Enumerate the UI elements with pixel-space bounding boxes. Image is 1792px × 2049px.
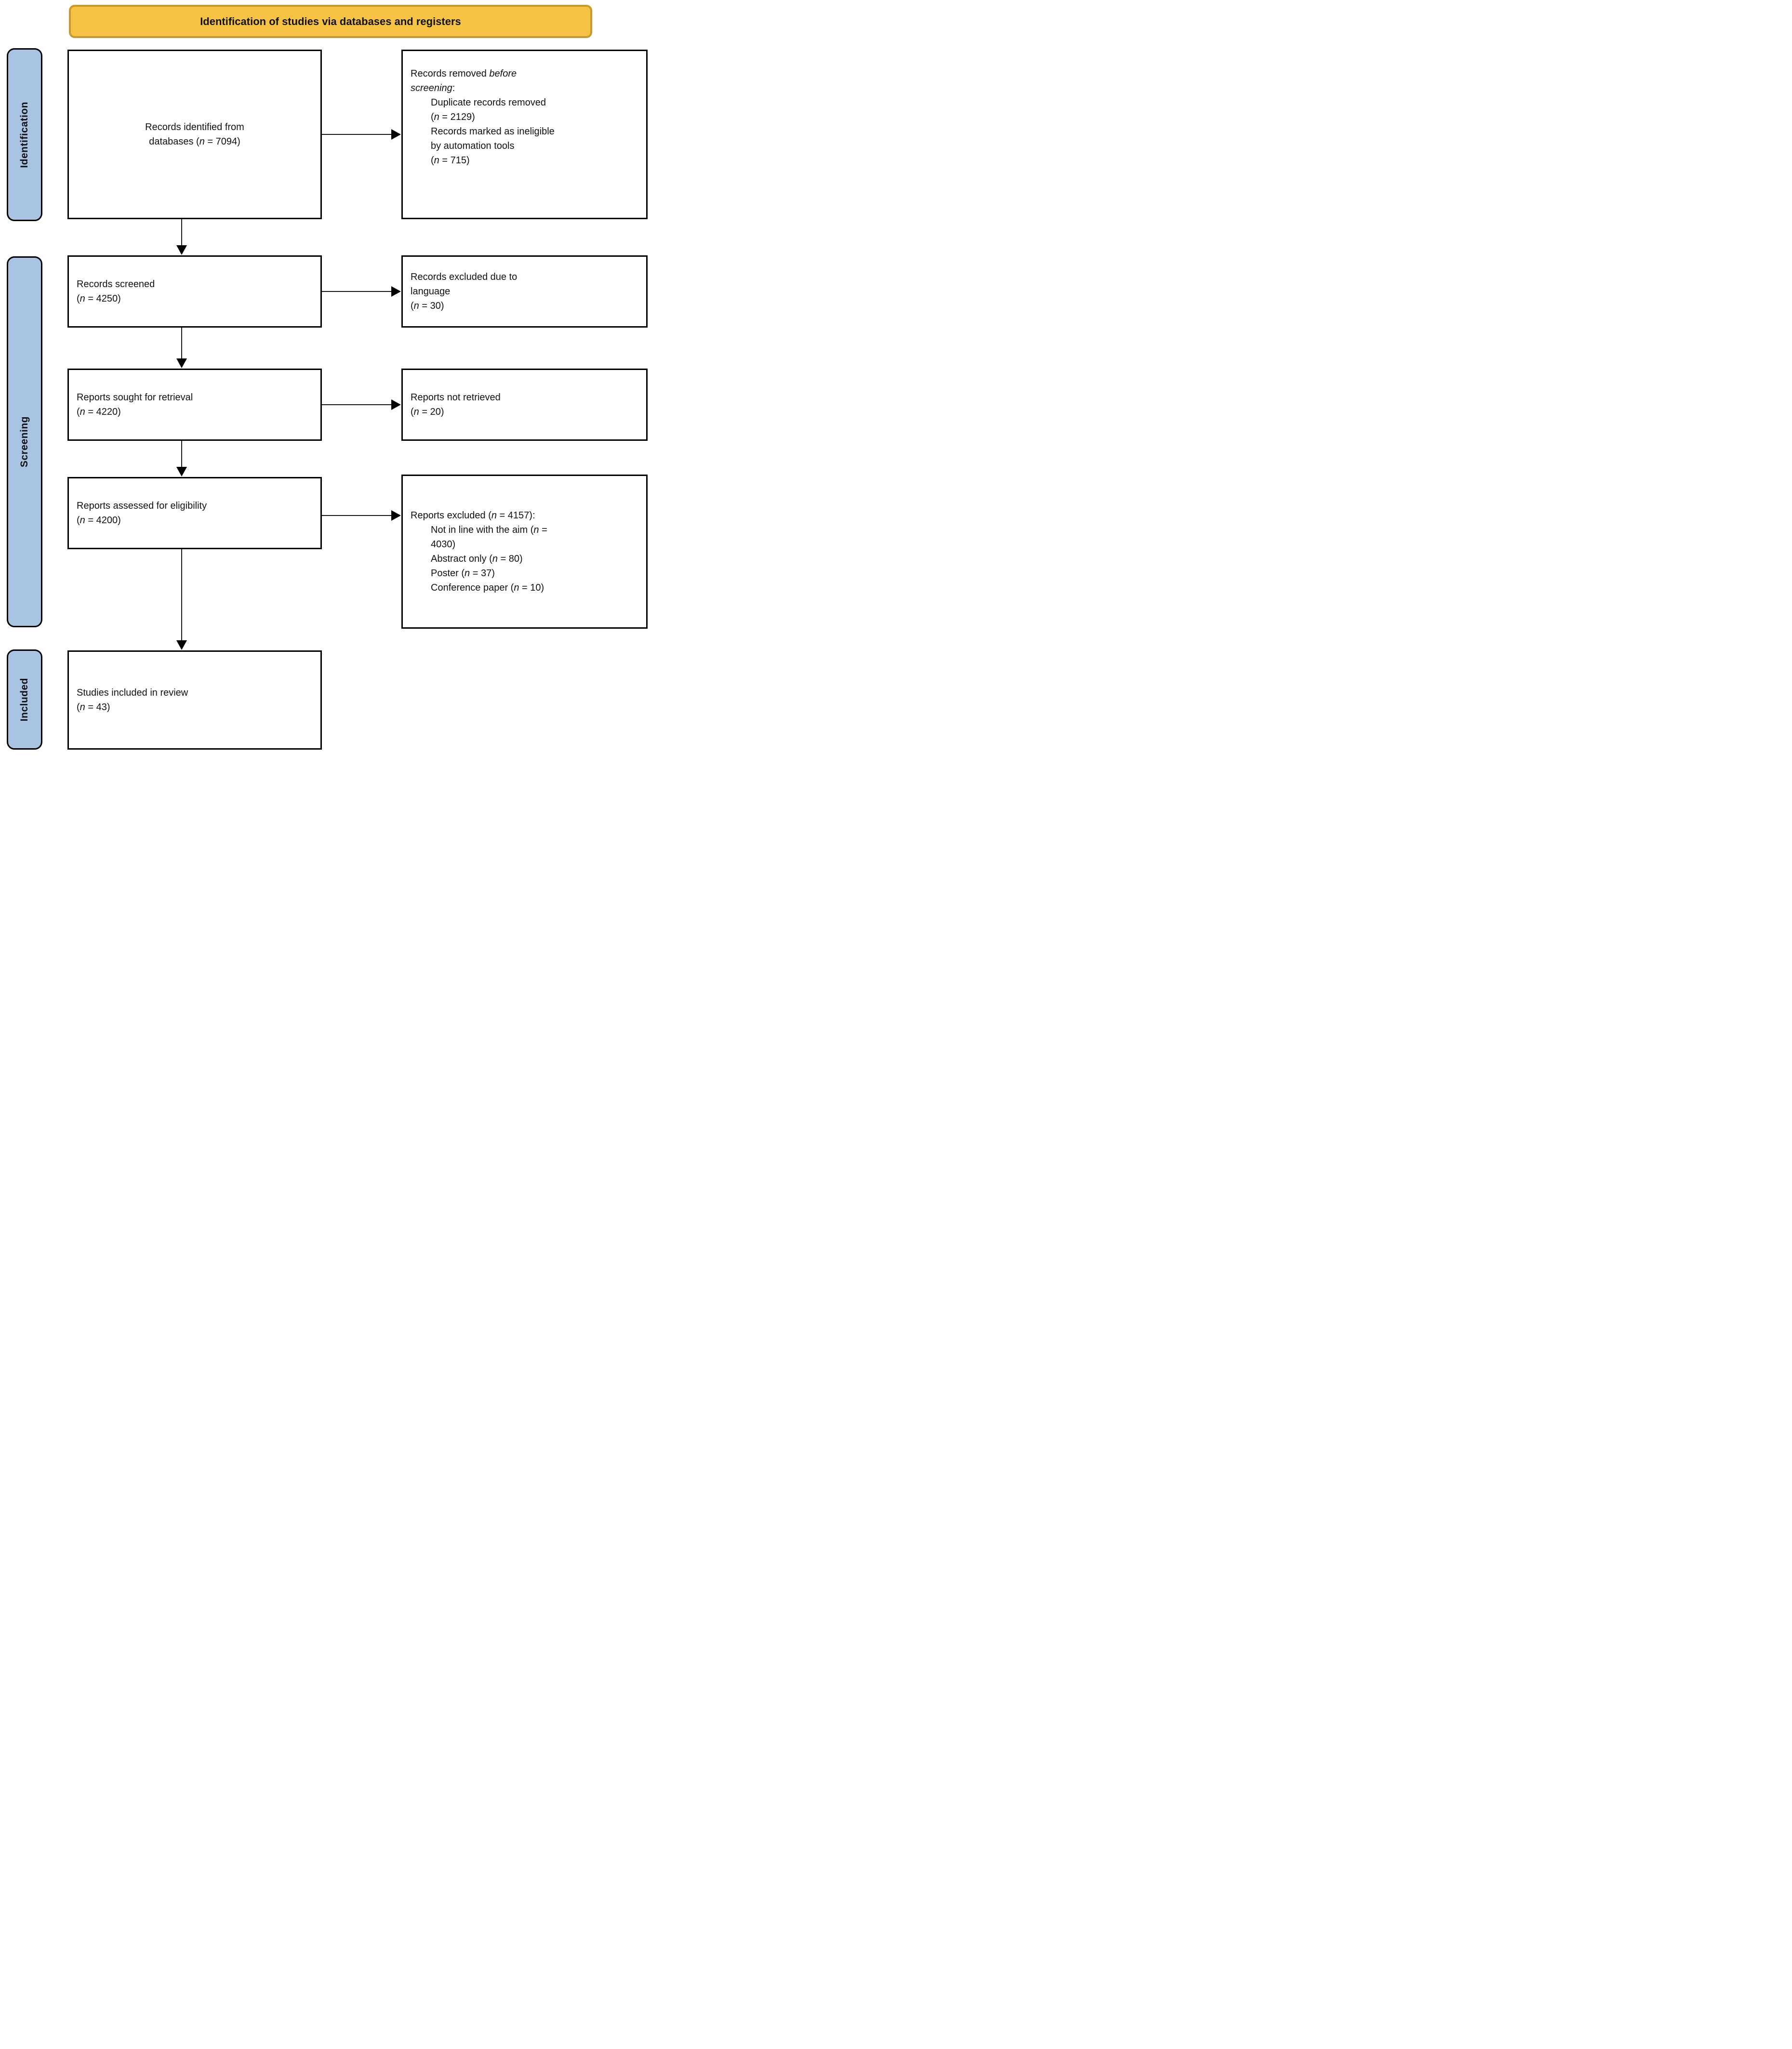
text-line: screening:	[411, 83, 455, 93]
banner-title: Identification of studies via databases …	[69, 5, 592, 38]
text-line: language	[411, 286, 451, 297]
text-line: 4030)	[431, 539, 456, 550]
stage-included-label: Included	[19, 677, 30, 722]
text-line: Records identified from	[145, 122, 244, 132]
text-line: (n = 43)	[77, 702, 110, 713]
text-line: Reports excluded (n = 4157):	[411, 510, 535, 521]
text-line: (n = 4250)	[77, 293, 121, 304]
text-line: (n = 715)	[431, 155, 470, 166]
text-line: (n = 4220)	[77, 407, 121, 417]
box-records-screened: Records screened (n = 4250)	[67, 255, 322, 328]
text-line: Abstract only (n = 80)	[431, 554, 523, 564]
text-line: (n = 30)	[411, 301, 444, 311]
text-line: databases (n = 7094)	[149, 136, 240, 147]
box-reports-assessed: Reports assessed for eligibility (n = 420…	[67, 477, 322, 549]
box-records-removed: Records removed before screening: Duplicat…	[401, 50, 648, 219]
text-line: Records excluded due to	[411, 272, 518, 282]
box-reports-excluded: Reports excluded (n = 4157): Not in line …	[401, 475, 648, 629]
text-line: (n = 20)	[411, 407, 444, 417]
text-line: Reports sought for retrieval	[77, 392, 193, 403]
stage-screening-label: Screening	[19, 416, 30, 468]
text-line: Studies included in review	[77, 687, 188, 698]
text-line: (n = 2129)	[431, 112, 475, 122]
text-line: (n = 4200)	[77, 515, 121, 526]
banner-title-label: Identification of studies via databases …	[200, 15, 461, 27]
text-line: Conference paper (n = 10)	[431, 582, 544, 593]
text-line: Reports assessed for eligibility	[77, 501, 207, 511]
box-records-identified: Records identified from databases (n = 70…	[67, 50, 322, 219]
prisma-flow-diagram: Identification of studies via databases …	[0, 0, 658, 752]
box-studies-included: Studies included in review (n = 43)	[67, 650, 322, 750]
text-line: Records screened	[77, 279, 155, 290]
stage-identification-label: Identification	[19, 101, 30, 168]
stage-included: Included	[7, 649, 42, 750]
text-line: Poster (n = 37)	[431, 568, 495, 579]
text-line: Not in line with the aim (n =	[431, 525, 547, 535]
text-line: by automation tools	[431, 141, 515, 151]
text-line: Records removed before	[411, 68, 517, 79]
box-records-excluded-language: Records excluded due to language (n = 30)	[401, 255, 648, 328]
text-line: Reports not retrieved	[411, 392, 501, 403]
box-reports-not-retrieved: Reports not retrieved (n = 20)	[401, 369, 648, 441]
text-line: Records marked as ineligible	[431, 126, 555, 137]
stage-identification: Identification	[7, 48, 42, 221]
box-reports-sought: Reports sought for retrieval (n = 4220)	[67, 369, 322, 441]
stage-screening: Screening	[7, 256, 42, 627]
text-line: Duplicate records removed	[431, 97, 546, 108]
